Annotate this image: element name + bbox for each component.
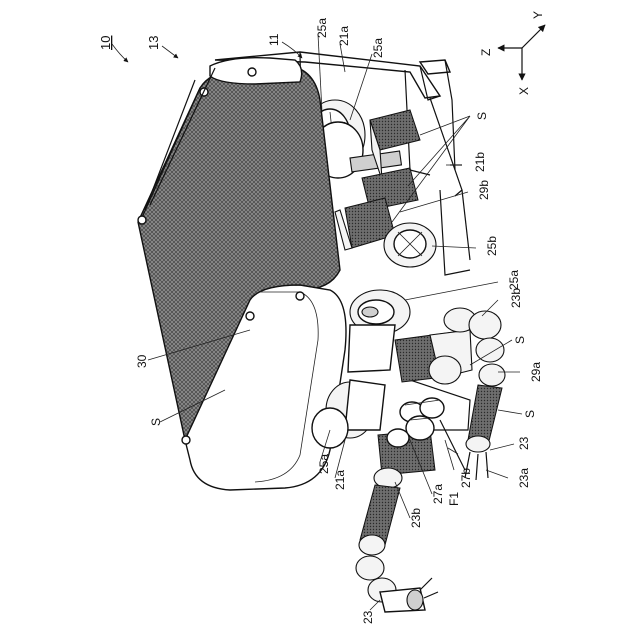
label-25a-1: 25a — [315, 18, 329, 38]
label-25a-4: 25a — [317, 454, 331, 474]
label-23-bottom: 23 — [361, 610, 375, 624]
label-29b: 29b — [477, 180, 491, 200]
label-S-left: S — [149, 418, 163, 426]
label-29a: 29a — [529, 362, 543, 382]
label-11: 11 — [267, 33, 281, 46]
axis-indicator: Y Z X — [479, 11, 545, 95]
label-21a-bottom: 21a — [333, 470, 347, 490]
fan-unit-middle — [384, 223, 436, 267]
label-23-right: 23 — [517, 436, 531, 450]
label-25a-3: 25a — [507, 270, 521, 290]
label-S-right: S — [523, 410, 537, 418]
label-23b-right: 23b — [509, 288, 523, 308]
label-30: 30 — [135, 354, 149, 368]
axis-z-label: Z — [479, 49, 493, 56]
label-25a-2: 25a — [371, 38, 385, 58]
label-23a: 23a — [517, 468, 531, 488]
label-21a-top: 21a — [337, 26, 351, 46]
axis-x-label: X — [517, 87, 531, 95]
label-27a: 27a — [431, 484, 445, 504]
axis-y-label: Y — [531, 11, 545, 19]
label-25b: 25b — [485, 236, 499, 256]
label-21b: 21b — [473, 152, 487, 172]
label-13: 13 — [146, 36, 161, 50]
label-S-mid: S — [513, 336, 527, 344]
label-S-top: S — [475, 112, 489, 120]
label-23b-left: 23b — [409, 508, 423, 528]
label-27b: 27b — [459, 468, 473, 488]
motor-cluster — [387, 398, 444, 447]
label-10: 10 — [98, 36, 113, 50]
arm-bottom — [356, 468, 438, 612]
label-F1: F1 — [447, 492, 461, 506]
